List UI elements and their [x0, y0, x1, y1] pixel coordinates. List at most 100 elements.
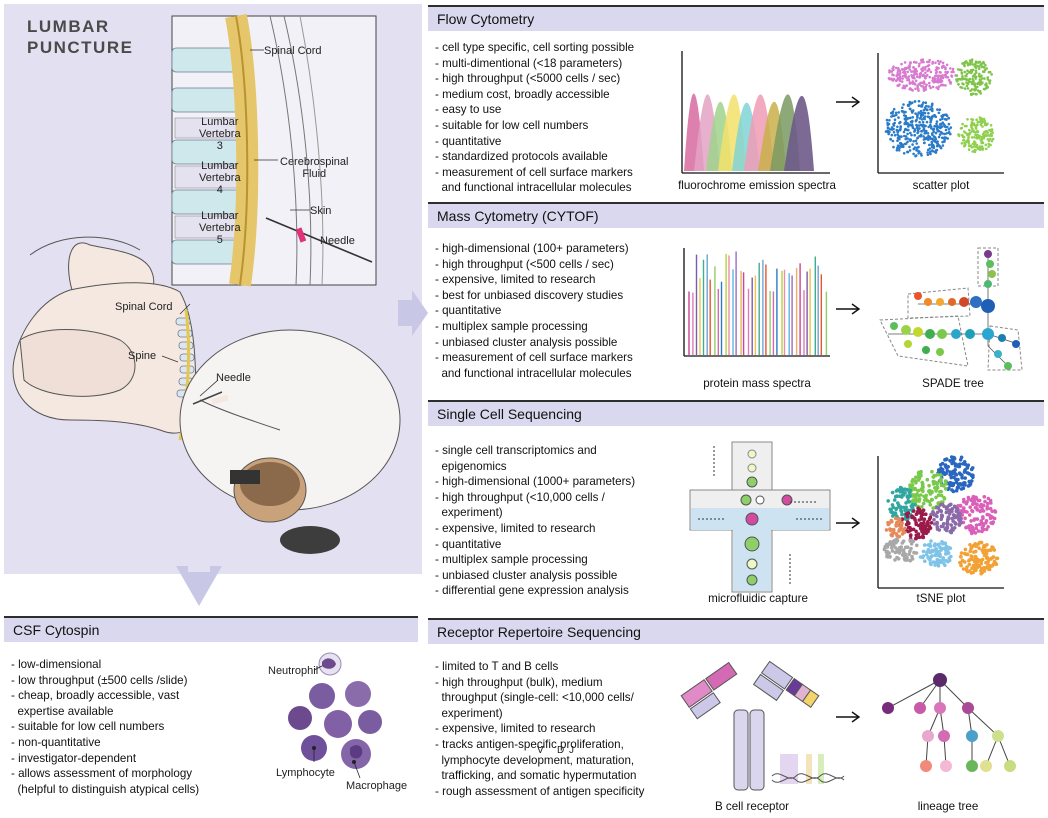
- point: [977, 65, 981, 68]
- point: [963, 144, 966, 148]
- point: [962, 500, 966, 504]
- point: [963, 547, 968, 552]
- point: [983, 66, 986, 69]
- bullet: - expensive, limited to research: [435, 273, 596, 287]
- point: [972, 82, 976, 86]
- point: [908, 107, 912, 111]
- point: [939, 483, 944, 487]
- point: [981, 70, 985, 73]
- point: [919, 527, 924, 532]
- point: [922, 87, 926, 90]
- point: [979, 519, 983, 523]
- point: [915, 124, 919, 127]
- point: [921, 535, 926, 540]
- point: [978, 90, 982, 93]
- cytospin-cells-graphic: [288, 652, 382, 779]
- point: [986, 496, 991, 501]
- point: [926, 64, 930, 68]
- point: [904, 72, 907, 76]
- bullet: - quantitative: [435, 304, 502, 318]
- point: [925, 477, 930, 482]
- point: [959, 516, 963, 521]
- point: [918, 150, 921, 153]
- point: [922, 135, 925, 138]
- point: [904, 501, 908, 505]
- point: [913, 518, 917, 522]
- point: [979, 92, 982, 95]
- point: [976, 498, 981, 503]
- point: [917, 111, 920, 114]
- label-vertebra-3: Lumbar Vertebra 3: [199, 116, 241, 152]
- point: [922, 108, 926, 112]
- point: [922, 543, 927, 547]
- point: [935, 74, 938, 78]
- point: [939, 493, 944, 498]
- point: [989, 143, 992, 147]
- point: [890, 531, 895, 536]
- point: [945, 118, 948, 121]
- point: [904, 558, 909, 562]
- point: [891, 114, 895, 118]
- point: [933, 473, 937, 478]
- point: [974, 92, 977, 96]
- point: [894, 111, 898, 115]
- point: [901, 106, 904, 109]
- point: [908, 149, 912, 152]
- point: [989, 137, 992, 141]
- point: [891, 540, 896, 545]
- point: [906, 508, 911, 513]
- point: [923, 117, 926, 121]
- point: [930, 115, 934, 118]
- point: [927, 483, 931, 488]
- mass-caption-left: protein mass spectra: [703, 377, 811, 390]
- point: [887, 551, 891, 555]
- point: [928, 558, 932, 562]
- point: [968, 128, 971, 132]
- point: [921, 554, 926, 558]
- point: [962, 551, 967, 556]
- point: [906, 66, 909, 69]
- point: [990, 73, 993, 76]
- point: [986, 567, 990, 571]
- point: [963, 468, 967, 473]
- point: [907, 78, 911, 82]
- point: [971, 127, 974, 130]
- point: [916, 85, 919, 89]
- point: [917, 104, 921, 107]
- point: [969, 546, 973, 551]
- point: [897, 111, 900, 114]
- right-arrow-icon: [836, 303, 861, 315]
- point: [986, 525, 990, 529]
- point: [943, 487, 948, 491]
- point: [982, 87, 986, 91]
- point: [922, 520, 926, 525]
- point: [917, 99, 921, 103]
- point: [953, 515, 957, 520]
- point: [890, 126, 894, 129]
- flow-title: Flow Cytometry: [428, 7, 1044, 31]
- point: [899, 125, 902, 128]
- point: [897, 77, 900, 81]
- point: [929, 152, 932, 156]
- point: [899, 509, 904, 514]
- rrs-caption-right: lineage tree: [917, 800, 979, 813]
- point: [890, 133, 894, 137]
- point: [944, 84, 947, 87]
- point: [931, 506, 935, 510]
- point: [944, 136, 948, 140]
- point: [936, 468, 941, 472]
- bullet: - measurement of cell surface markers an…: [435, 351, 633, 380]
- point: [914, 533, 919, 537]
- point: [988, 506, 993, 511]
- point: [957, 134, 961, 138]
- point: [967, 71, 971, 74]
- point: [965, 471, 970, 475]
- point: [897, 534, 902, 539]
- gene-d-label: D: [557, 745, 565, 756]
- point: [904, 142, 908, 145]
- point: [888, 528, 893, 533]
- point: [967, 562, 972, 567]
- point: [937, 528, 942, 532]
- point: [963, 476, 967, 480]
- patient-figure: [12, 236, 197, 441]
